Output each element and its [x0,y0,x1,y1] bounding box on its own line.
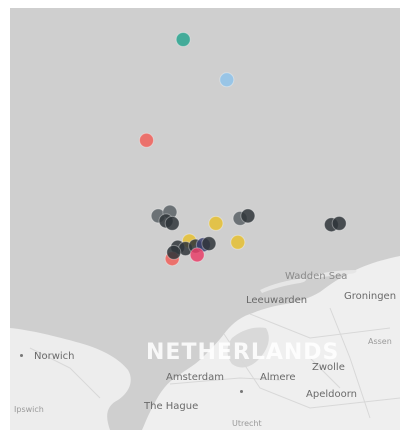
label-ipswich: Ipswich [14,405,44,414]
map-marker-10[interactable] [240,208,256,224]
map-canvas[interactable] [10,8,400,430]
map-marker-3[interactable] [139,132,154,148]
label-amsterdam: Amsterdam [166,372,225,383]
label-leeuwarden: Leeuwarden [246,295,308,306]
label-norwich: Norwich [34,351,75,362]
label-almere: Almere [260,372,296,383]
road-network [29,307,400,419]
map-marker-7[interactable] [164,215,180,231]
map-marker-21[interactable] [166,244,182,260]
label-groningen: Groningen [344,291,397,302]
label-assen: Assen [368,337,392,346]
map-marker-18[interactable] [201,236,217,252]
amsterdam-dot [240,390,243,393]
norwich-dot [20,354,23,357]
netherlands-landmass [142,256,400,430]
wadden-islands [260,270,357,293]
markers-layer [139,32,347,267]
map-marker-1[interactable] [175,32,191,47]
map-marker-22[interactable] [230,234,246,250]
label-country: NETHERLANDS [146,340,340,365]
label-the-hague: The Hague [144,401,199,412]
label-apeldoorn: Apeldoorn [306,389,357,400]
map-container[interactable]: Wadden Sea Leeuwarden Groningen NETHERLA… [10,8,400,430]
label-utrecht: Utrecht [232,419,262,428]
map-marker-8[interactable] [208,215,224,231]
map-marker-19[interactable] [189,247,205,263]
label-wadden-sea: Wadden Sea [285,271,348,282]
ijsselmeer [227,327,269,368]
map-marker-2[interactable] [219,72,235,88]
label-zwolle: Zwolle [312,362,345,373]
map-marker-12[interactable] [331,215,347,231]
